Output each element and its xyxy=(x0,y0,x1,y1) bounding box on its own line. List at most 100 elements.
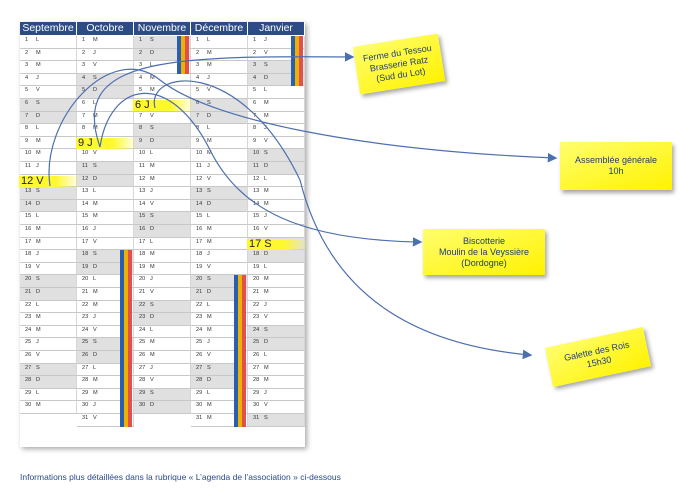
day-number: 14 xyxy=(82,200,89,207)
day-cell: 31 S xyxy=(248,414,305,427)
day-number: 23 xyxy=(82,314,89,321)
day-letter: M xyxy=(264,364,269,371)
day-number: 3 xyxy=(25,62,29,69)
day-number: 8 xyxy=(139,125,143,132)
day-number: 15 xyxy=(139,213,146,220)
day-letter: J xyxy=(207,339,210,346)
day-number: 2 xyxy=(196,49,200,56)
day-number: 19 xyxy=(253,263,260,270)
holiday-stripe xyxy=(295,36,299,87)
day-letter: D xyxy=(207,112,212,119)
day-letter: M xyxy=(150,352,155,358)
day-letter: V xyxy=(264,49,268,56)
day-number: 10 xyxy=(253,150,260,157)
day-letter: L xyxy=(93,364,97,371)
day-number: 14 xyxy=(25,200,32,207)
day-letter: M xyxy=(207,226,212,232)
day-letter: M xyxy=(264,276,269,283)
day-letter: M xyxy=(93,112,98,119)
day-letter: D xyxy=(207,289,212,295)
day-letter: M xyxy=(36,314,41,321)
day-number: 20 xyxy=(253,276,260,283)
day-number: 27 xyxy=(196,364,203,371)
day-letter: V xyxy=(264,402,268,409)
day-number: 5 xyxy=(196,87,200,94)
day-number: 28 xyxy=(139,377,146,384)
day-letter: M xyxy=(150,163,155,169)
day-letter: S xyxy=(264,415,268,421)
day-letter: L xyxy=(207,37,211,43)
day-letter: D xyxy=(93,87,98,94)
day-number: 6 xyxy=(25,100,29,106)
day-number: 26 xyxy=(196,352,203,358)
day-letter: S xyxy=(264,62,268,69)
day-number: 28 xyxy=(25,377,32,384)
day-letter: M xyxy=(264,188,269,195)
holiday-stripe xyxy=(181,36,185,74)
day-letter: V xyxy=(264,226,268,232)
holiday-stripe xyxy=(234,275,238,427)
day-number: 24 xyxy=(196,326,203,333)
day-letter: D xyxy=(150,402,155,409)
day-letter: S xyxy=(36,188,40,195)
day-number: 18 xyxy=(25,251,32,258)
day-number: 18 xyxy=(196,251,203,258)
day-letter: J xyxy=(36,163,39,169)
event-highlight: 9 J xyxy=(76,137,137,149)
day-number: 1 xyxy=(25,37,29,43)
day-letter: V xyxy=(150,200,154,207)
day-letter: M xyxy=(36,49,41,56)
day-number: 5 xyxy=(25,87,29,94)
day-number: 29 xyxy=(82,389,89,396)
day-number: 25 xyxy=(139,339,146,346)
day-letter: J xyxy=(207,251,210,258)
day-number: 9 xyxy=(139,137,143,144)
day-letter: S xyxy=(207,276,211,283)
day-letter: S xyxy=(150,389,154,396)
day-letter: S xyxy=(207,188,211,195)
day-letter: V xyxy=(264,137,268,144)
day-number: 31 xyxy=(196,415,203,421)
day-letter: V xyxy=(93,326,97,333)
day-number: 21 xyxy=(253,289,260,295)
arrow-galette xyxy=(153,80,533,360)
day-letter: J xyxy=(36,74,39,81)
day-letter: L xyxy=(150,326,154,333)
day-number: 1 xyxy=(196,37,200,43)
day-letter: S xyxy=(264,150,268,157)
day-number: 19 xyxy=(196,263,203,270)
day-number: 31 xyxy=(253,415,260,421)
day-letter: M xyxy=(93,301,98,308)
day-letter: V xyxy=(150,289,154,295)
day-number: 13 xyxy=(253,188,260,195)
day-number: 17 xyxy=(139,238,146,245)
day-number: 4 xyxy=(82,74,86,81)
